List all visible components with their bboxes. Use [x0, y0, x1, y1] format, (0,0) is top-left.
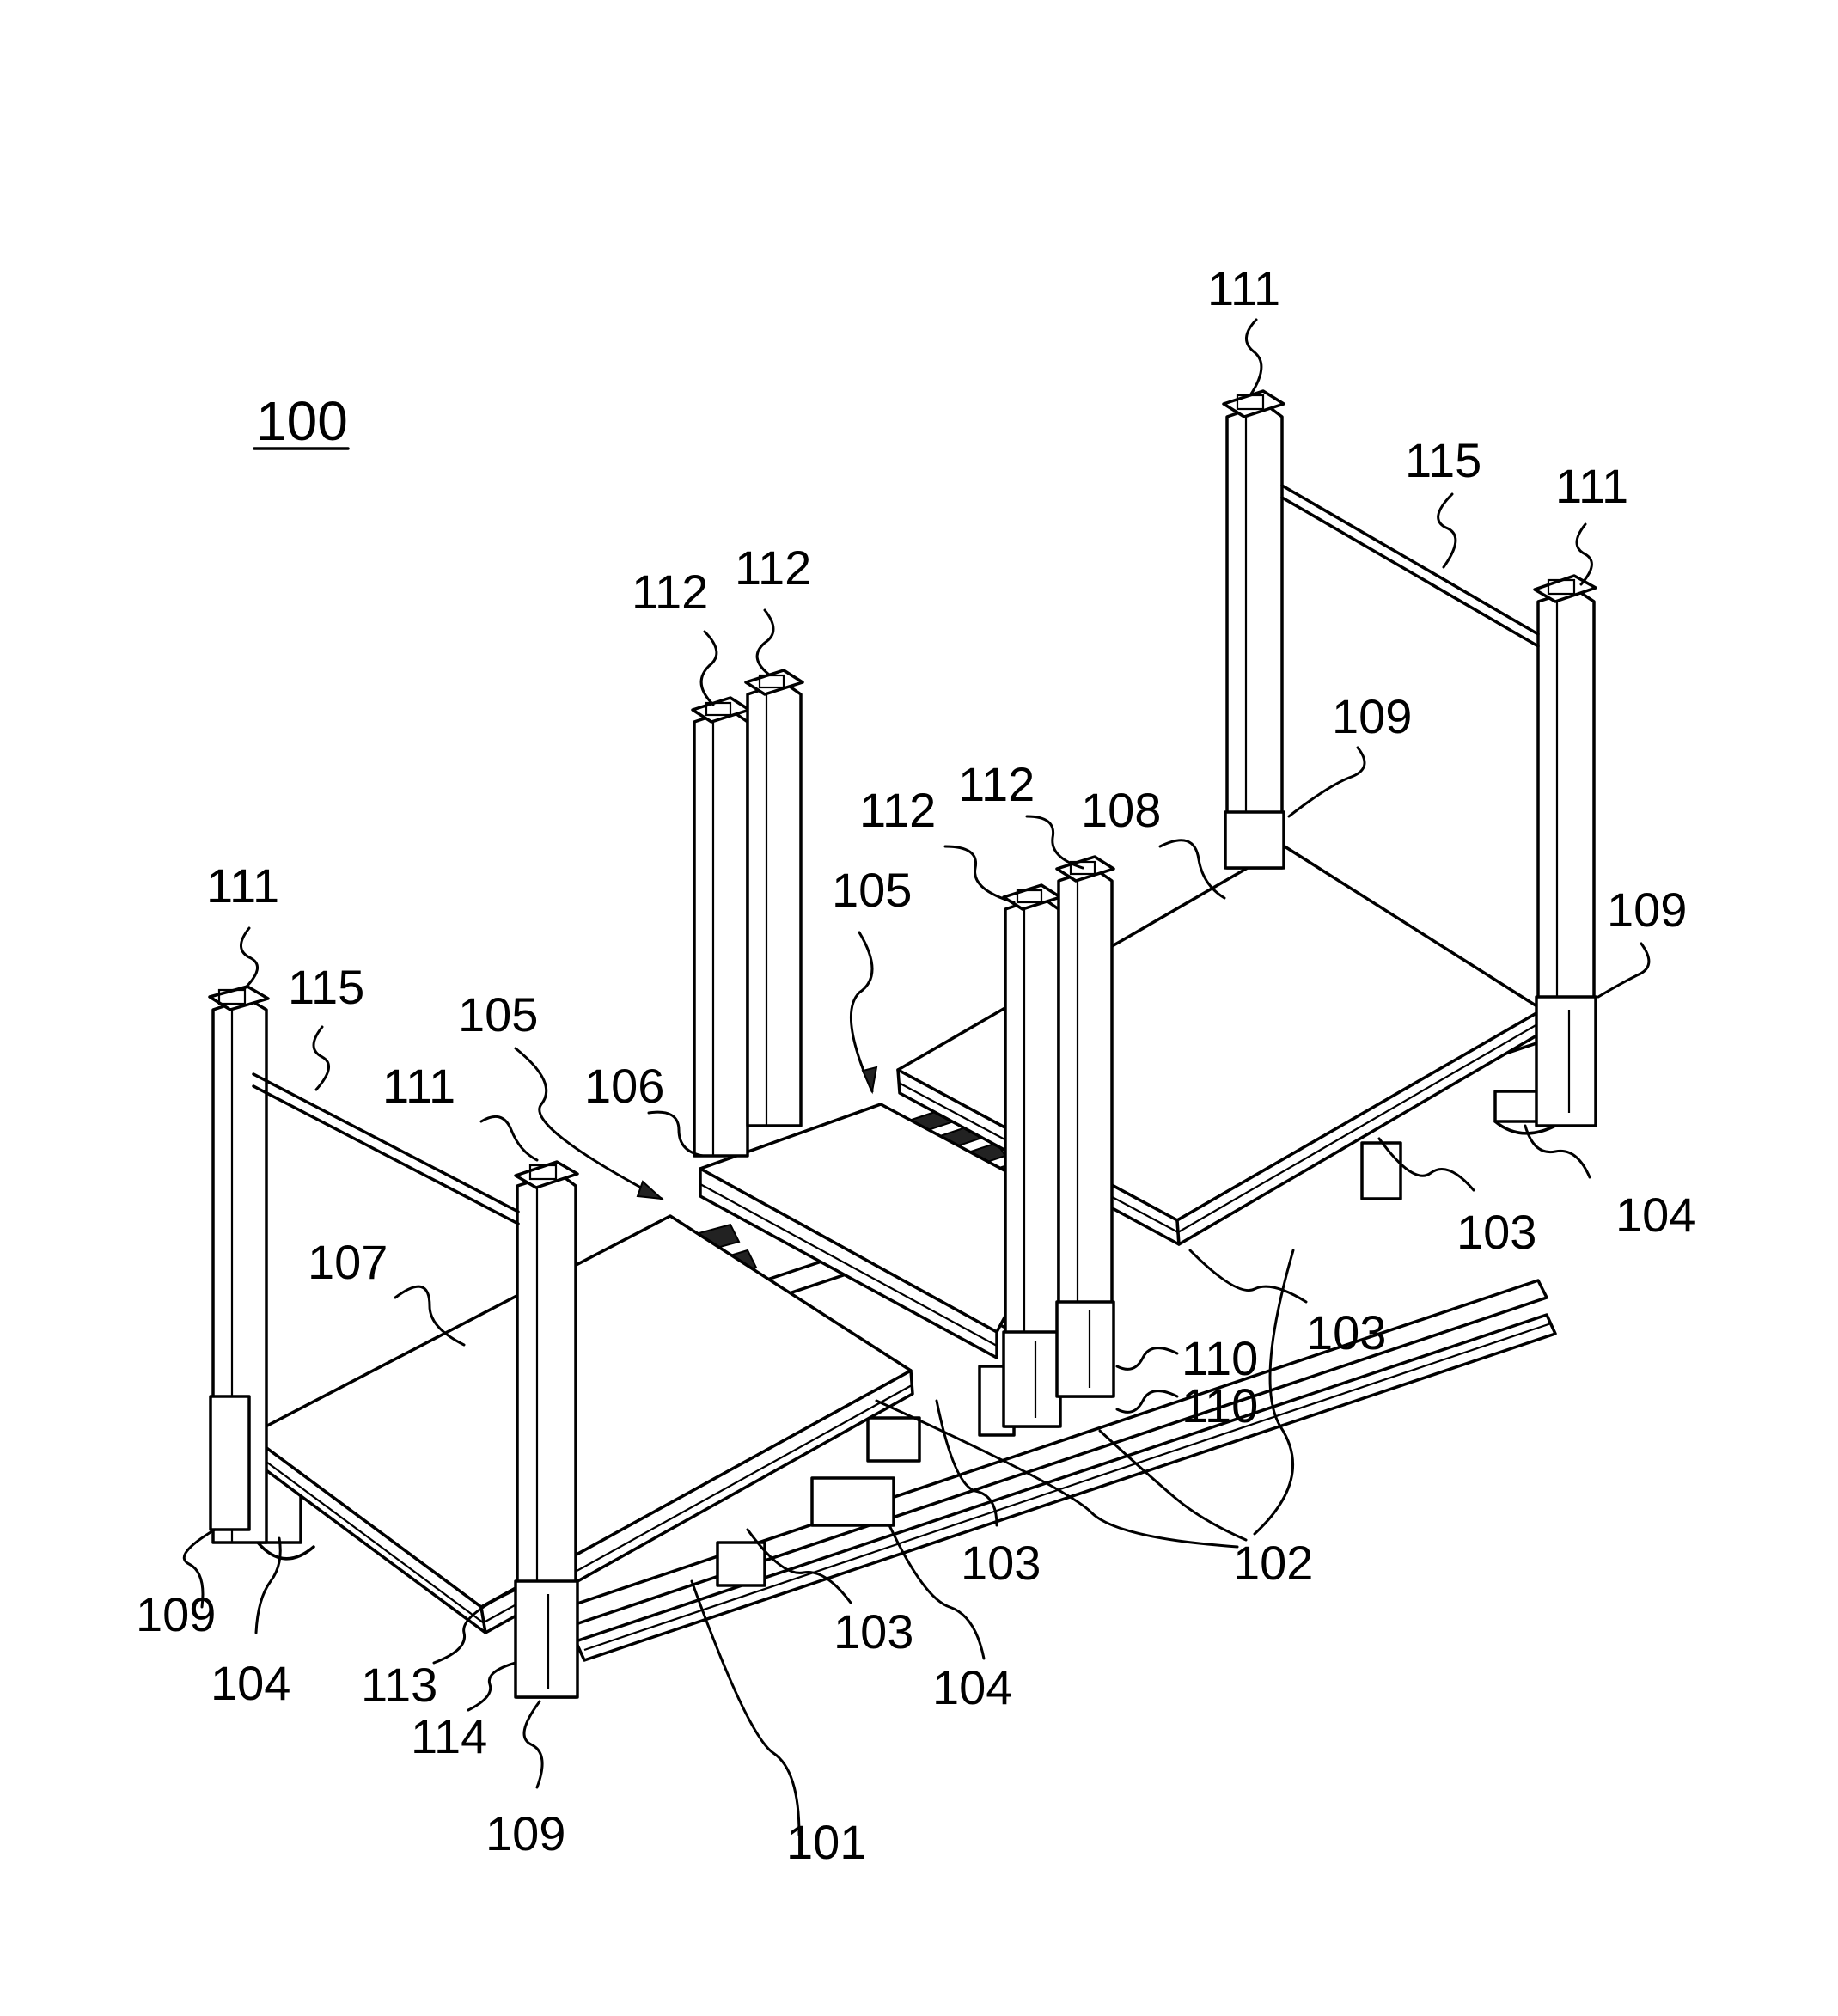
label-111-left-rear: 111 [206, 858, 279, 913]
label-104-left: 104 [211, 1656, 290, 1710]
label-111-right-front: 111 [1555, 459, 1628, 513]
figure-number: 100 [256, 390, 348, 452]
label-115-right: 115 [1405, 433, 1481, 487]
label-103-center: 103 [961, 1536, 1041, 1590]
label-102: 102 [1233, 1536, 1313, 1590]
label-107: 107 [308, 1235, 388, 1289]
label-105-right: 105 [832, 863, 912, 917]
post-right-front [1535, 576, 1596, 1126]
label-114: 114 [411, 1709, 487, 1763]
label-103-lower: 103 [834, 1604, 913, 1659]
post-middle-front-2 [1057, 857, 1114, 1396]
label-113: 113 [361, 1658, 437, 1712]
label-109-left-rear: 109 [136, 1587, 216, 1641]
label-110-b: 110 [1182, 1378, 1258, 1433]
post-left-rear [210, 987, 268, 1543]
label-101: 101 [786, 1815, 866, 1869]
label-112-d: 112 [958, 757, 1035, 811]
label-109-right-front: 109 [1607, 883, 1687, 937]
post-left-front [516, 1162, 577, 1697]
label-103-mid-right: 103 [1306, 1305, 1386, 1359]
label-109-right-rear: 109 [1332, 689, 1412, 743]
label-112-c: 112 [859, 783, 936, 837]
label-111-right-rear: 111 [1207, 261, 1280, 315]
post-middle-rear-1 [693, 698, 749, 1156]
label-111-left-front: 111 [382, 1059, 455, 1113]
label-112-b: 112 [735, 541, 811, 595]
label-115-left: 115 [288, 960, 364, 1014]
post-middle-front-1 [1004, 885, 1060, 1426]
label-106: 106 [584, 1059, 664, 1113]
label-103-right: 103 [1456, 1205, 1536, 1259]
label-108: 108 [1081, 783, 1161, 837]
label-104-center: 104 [932, 1660, 1012, 1714]
label-109-left-front: 109 [485, 1806, 565, 1860]
label-104-right: 104 [1615, 1188, 1695, 1242]
label-105-left: 105 [458, 987, 538, 1042]
post-middle-rear-2 [746, 670, 803, 1126]
label-110-a: 110 [1182, 1331, 1258, 1385]
label-112-a: 112 [632, 565, 708, 619]
post-right-rear [1224, 391, 1284, 868]
